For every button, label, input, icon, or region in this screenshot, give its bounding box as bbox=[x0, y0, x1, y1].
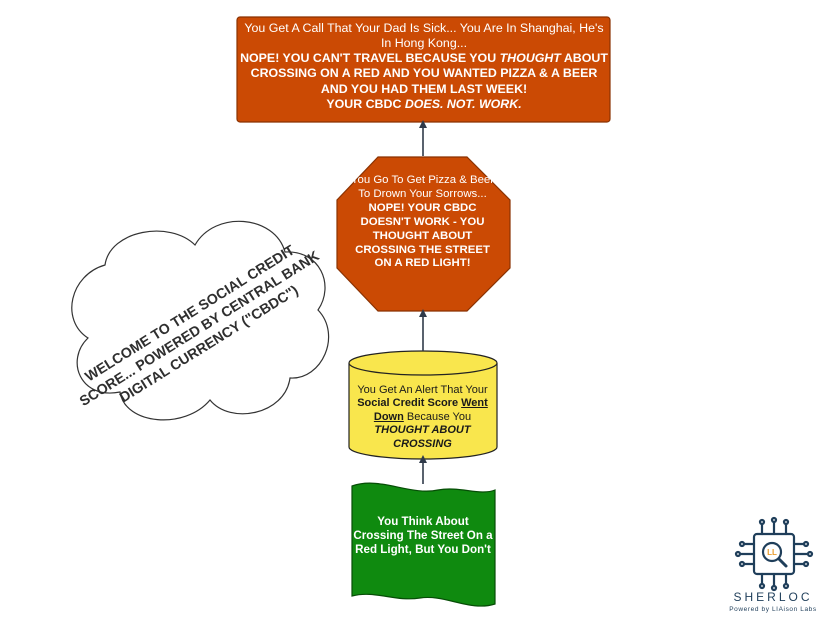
pizza-octagon-shape bbox=[336, 156, 511, 312]
logo-tagline: Powered by LIAison Labs bbox=[729, 606, 817, 613]
alert-text-1: You Get An Alert That Your bbox=[357, 384, 488, 396]
cloud-shape bbox=[71, 220, 330, 421]
call-box-line3-a: YOUR CBDC bbox=[326, 96, 405, 111]
call-box-line2-b: THOUGHT bbox=[499, 51, 561, 66]
logo-name: SHERLOC bbox=[733, 590, 813, 604]
alert-cylinder-text: You Get An Alert That Your Social Credit… bbox=[350, 384, 495, 451]
call-box-line3: YOUR CBDC DOES. NOT. WORK. bbox=[240, 97, 608, 112]
alert-text-2: Social Credit Score bbox=[357, 397, 462, 410]
call-box-line3-b: DOES. NOT. WORK. bbox=[404, 96, 522, 111]
pizza-octagon-line2: NOPE! YOUR CBDC DOESN'T WORK - YOU THOUG… bbox=[355, 201, 490, 270]
alert-cylinder-shape bbox=[348, 350, 498, 460]
alert-text-5: THOUGHT ABOUT CROSSING bbox=[374, 424, 471, 450]
pizza-octagon-line1: You Go To Get Pizza & Beer To Drown Your… bbox=[350, 174, 495, 200]
logo-badge: LL bbox=[767, 548, 777, 557]
call-box-text: You Get A Call That Your Dad Is Sick... … bbox=[240, 21, 608, 112]
sherloc-chip-logo-icon: LL bbox=[734, 516, 814, 592]
call-box-line2-c: ABOUT CROSSING ON A RED AND YOU WANTED P… bbox=[250, 51, 608, 96]
pizza-octagon-text: You Go To Get Pizza & Beer To Drown Your… bbox=[350, 174, 495, 271]
call-box-line1: You Get A Call That Your Dad Is Sick... … bbox=[244, 21, 604, 51]
alert-text-4: Because You bbox=[403, 410, 472, 423]
call-box-line2: NOPE! YOU CAN'T TRAVEL BECAUSE YOU THOUG… bbox=[240, 51, 608, 96]
call-box-line2-a: NOPE! YOU CAN'T TRAVEL BECAUSE YOU bbox=[240, 51, 500, 66]
think-wave-shape bbox=[351, 482, 496, 607]
alert-text-3: Went Down bbox=[373, 397, 488, 423]
think-wave-text: You Think About Crossing The Street On a… bbox=[353, 515, 493, 557]
